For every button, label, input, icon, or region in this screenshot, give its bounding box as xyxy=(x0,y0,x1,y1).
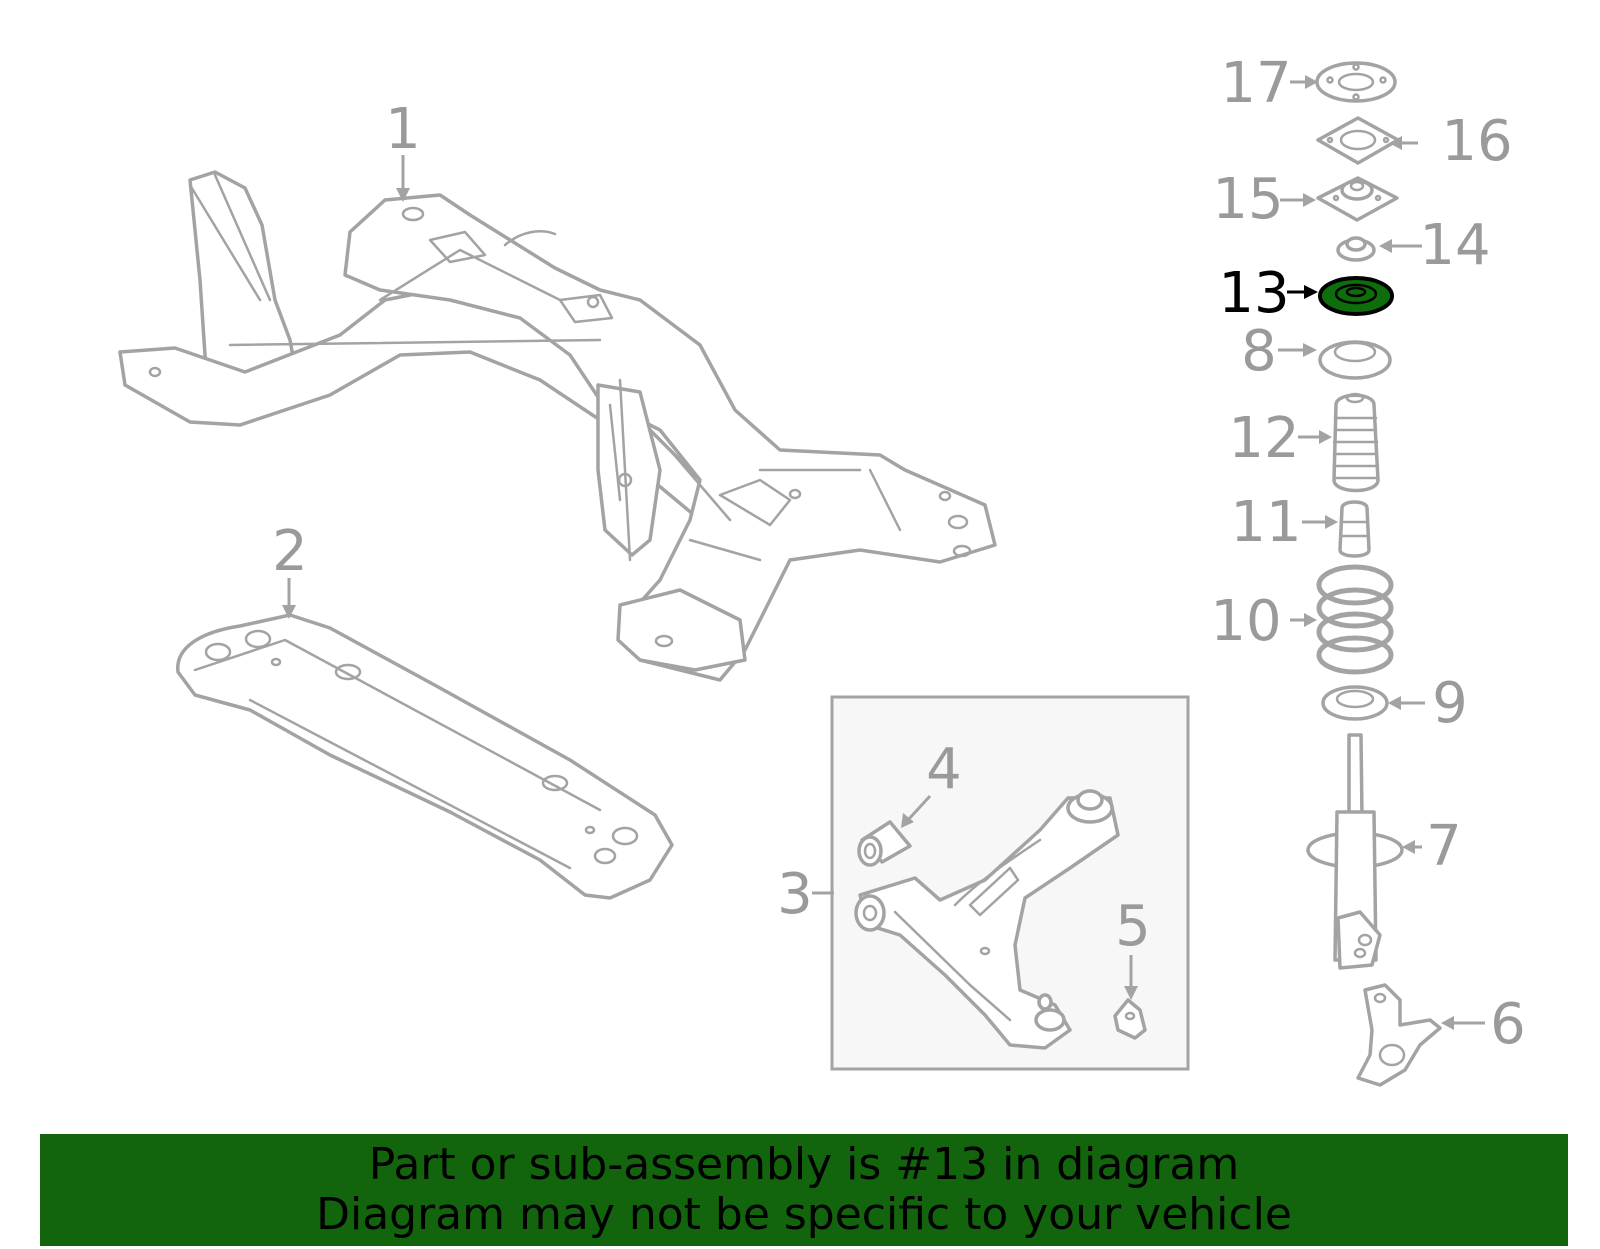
callout-13-highlighted: 13 xyxy=(1218,261,1289,326)
banner-line-2: Diagram may not be specific to your vehi… xyxy=(316,1189,1292,1240)
callout-labels: 1 2 3 4 5 6 7 8 9 10 11 12 13 14 15 16 1… xyxy=(272,51,1526,1057)
part-11-bump-stop xyxy=(1338,500,1371,558)
part-6-knuckle xyxy=(1356,983,1442,1087)
callout-8: 8 xyxy=(1241,319,1277,384)
callout-7: 7 xyxy=(1426,814,1462,879)
callout-3: 3 xyxy=(777,862,813,927)
part-7-strut xyxy=(1306,733,1404,970)
callout-17: 17 xyxy=(1220,51,1291,116)
callout-10: 10 xyxy=(1210,589,1281,654)
callout-16: 16 xyxy=(1441,109,1512,174)
part-15-strut-mount xyxy=(1316,176,1399,222)
part-3-control-arm xyxy=(854,789,1120,1050)
banner-line-1: Part or sub-assembly is #13 in diagram xyxy=(368,1139,1240,1190)
part-10-coil-spring xyxy=(1316,564,1394,675)
part-13-bearing-highlighted xyxy=(1318,276,1394,316)
part-9-spring-seat xyxy=(1321,685,1389,721)
callout-1: 1 xyxy=(385,97,421,162)
callout-2: 2 xyxy=(272,519,308,584)
leader-arrows xyxy=(282,75,1485,1030)
callout-6: 6 xyxy=(1490,992,1526,1057)
callout-9: 9 xyxy=(1432,671,1468,736)
info-banner: Part or sub-assembly is #13 in diagram D… xyxy=(40,1134,1568,1246)
callout-4: 4 xyxy=(926,737,962,802)
part-8-spring-seat xyxy=(1318,340,1392,380)
part-16-plate xyxy=(1316,116,1400,165)
part-5-bump-stop xyxy=(1113,998,1147,1040)
part-2-brace xyxy=(176,613,674,900)
callout-15: 15 xyxy=(1212,167,1283,232)
part-4-bushing xyxy=(857,820,912,867)
callout-5: 5 xyxy=(1115,894,1151,959)
part-14-bushing xyxy=(1336,236,1376,262)
part-1-crossmember xyxy=(118,170,997,682)
part-12-boot xyxy=(1332,392,1380,493)
callout-11: 11 xyxy=(1230,490,1301,555)
callout-14: 14 xyxy=(1419,213,1490,278)
part-17-plate xyxy=(1315,61,1397,103)
callout-12: 12 xyxy=(1228,406,1299,471)
